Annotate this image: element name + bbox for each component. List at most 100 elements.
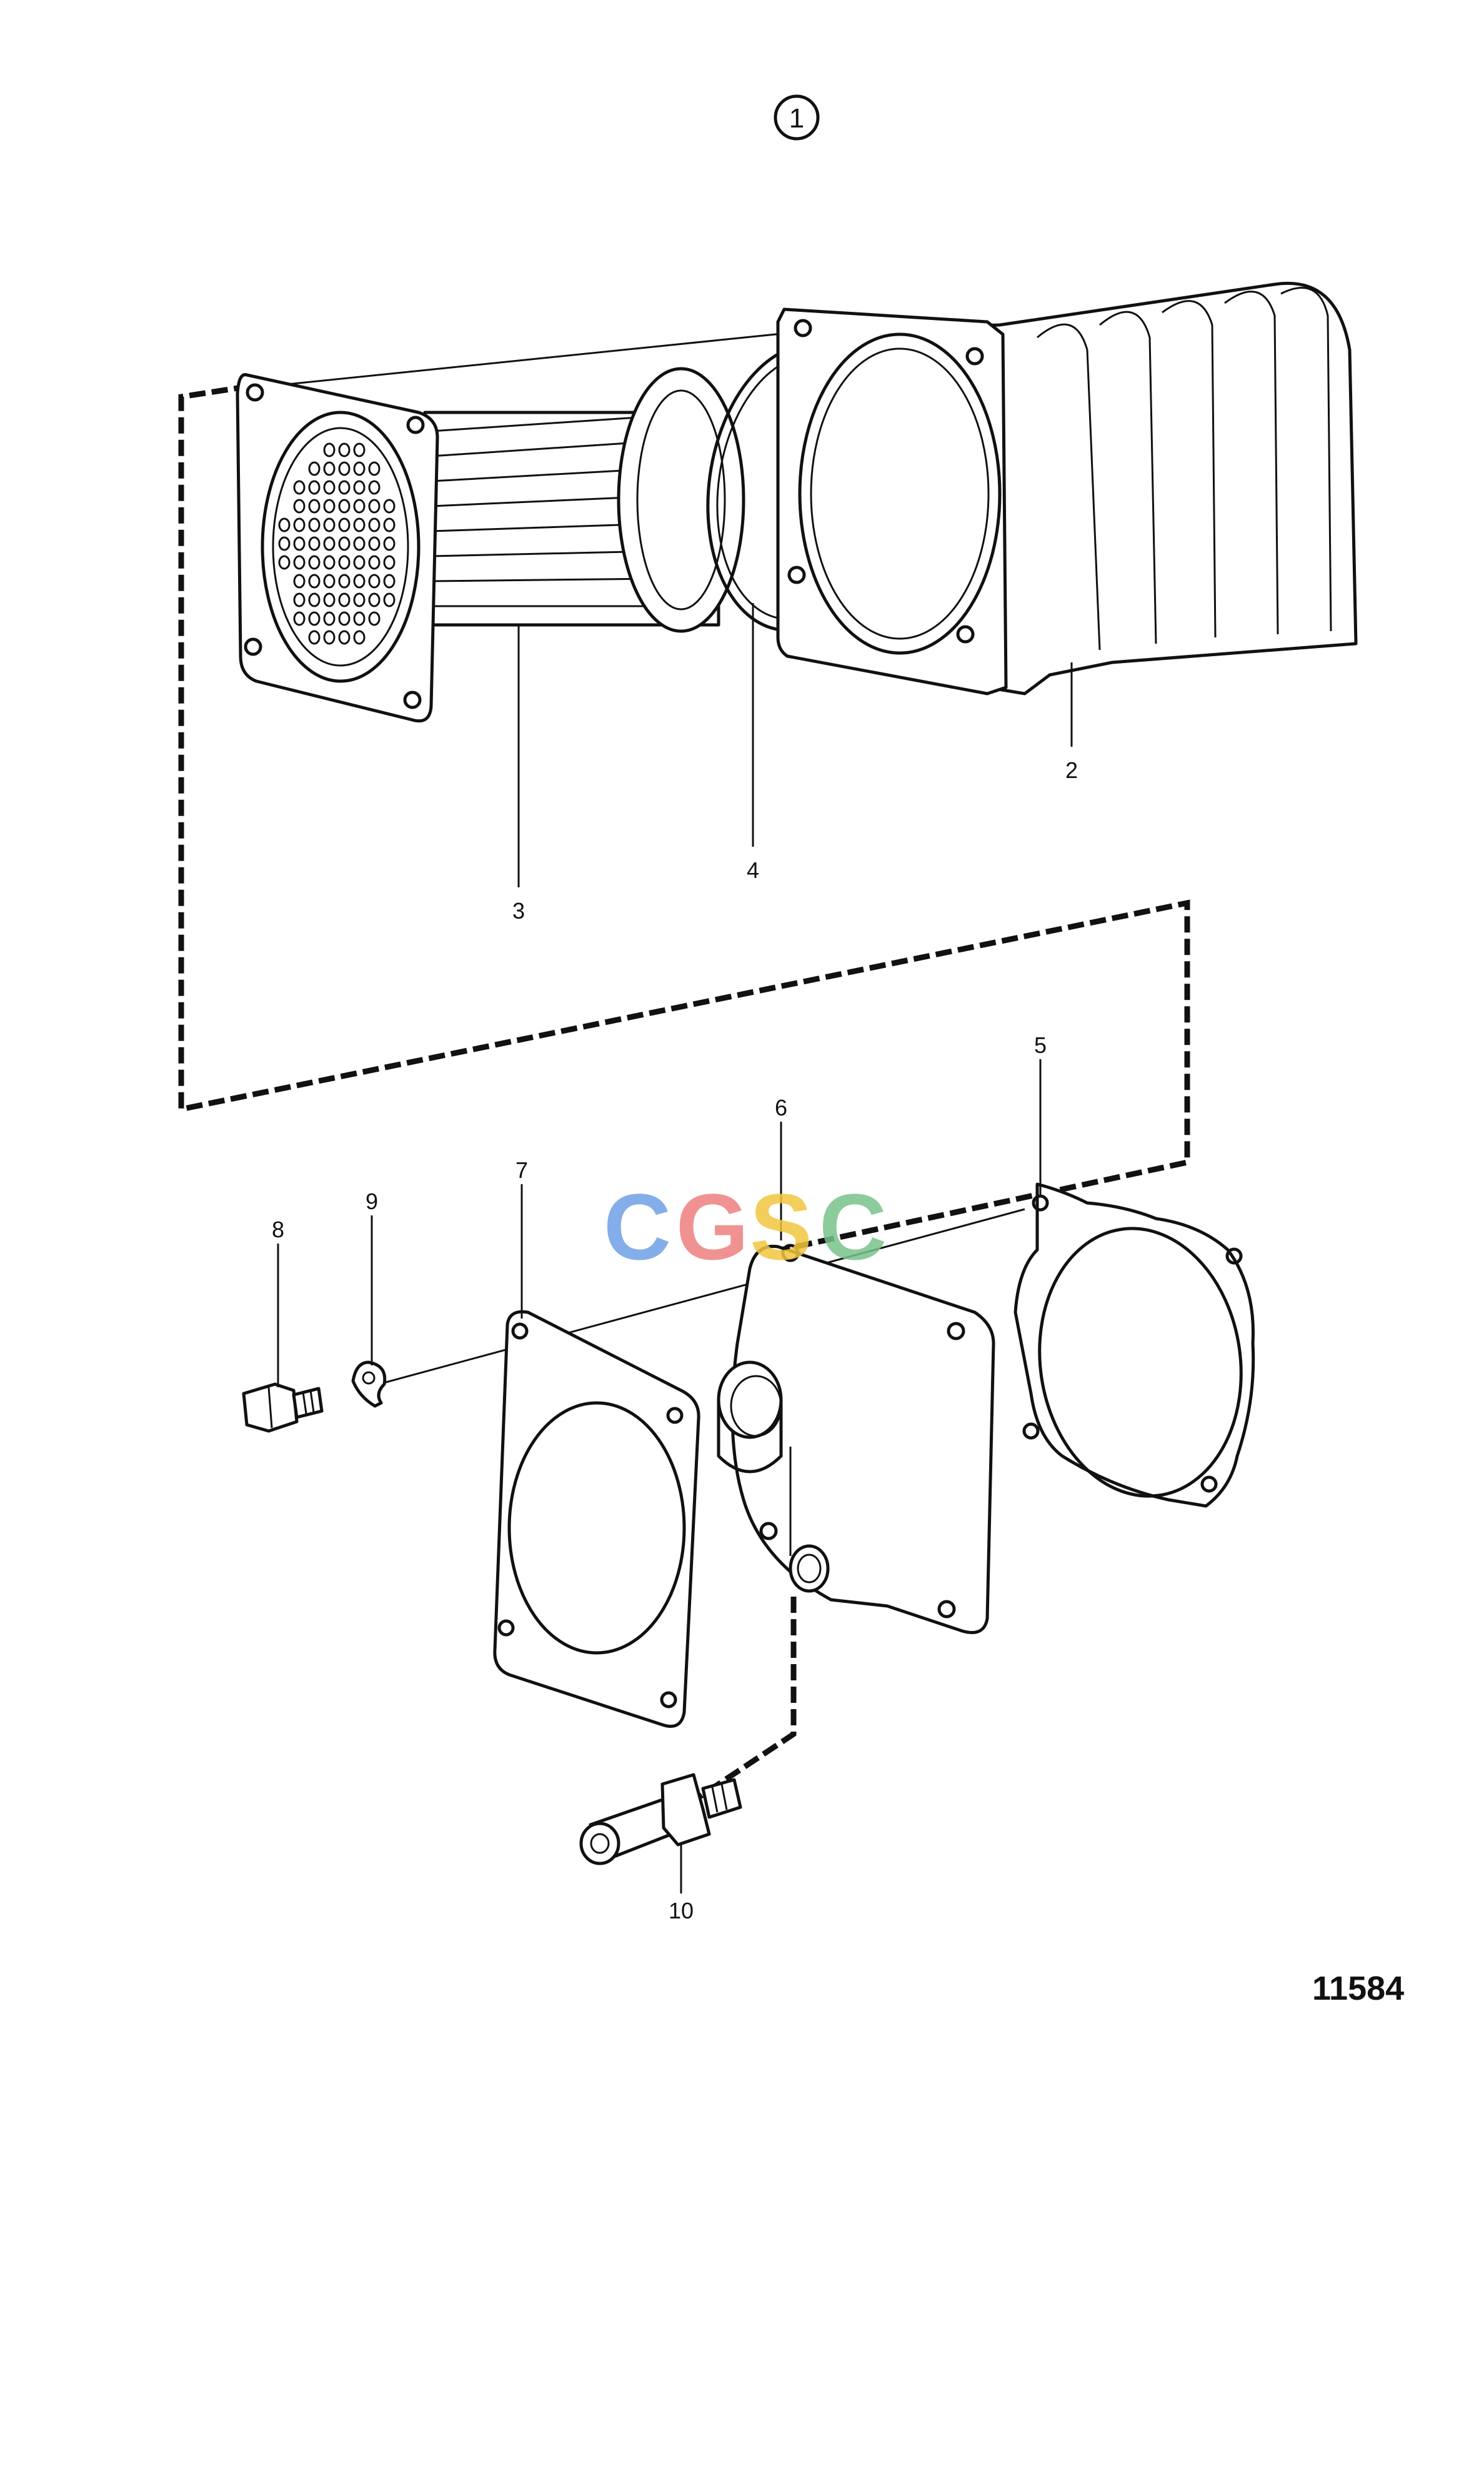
tube-hole <box>338 630 351 645</box>
assembly-dash-lines <box>178 383 1190 1799</box>
tube-hole <box>308 536 321 551</box>
tube-hole <box>368 574 381 589</box>
tube-hole <box>338 517 351 532</box>
tube-hole <box>353 499 366 514</box>
tube-hole <box>353 461 366 476</box>
tube-hole <box>308 499 321 514</box>
cover-outlet-pipe <box>717 1360 783 1439</box>
tube-hole <box>293 574 306 589</box>
callout-6: 6 <box>775 1095 787 1120</box>
tube-hole <box>353 536 366 551</box>
tube-hole <box>353 574 366 589</box>
callout-4: 4 <box>747 857 759 883</box>
tube-hole <box>308 592 321 607</box>
gasket-part <box>1013 1182 1255 1508</box>
tube-hole <box>368 611 381 626</box>
tube-hole <box>278 517 291 532</box>
washer-part <box>351 1360 387 1408</box>
tube-hole <box>383 592 396 607</box>
tube-hole <box>353 555 366 570</box>
tube-hole <box>368 480 381 495</box>
square-gasket-part <box>493 1310 700 1728</box>
tube-hole <box>323 461 336 476</box>
plate-bolt-hole <box>406 416 425 434</box>
tube-hole <box>368 461 381 476</box>
tube-hole <box>308 555 321 570</box>
tube-hole <box>338 574 351 589</box>
view-number-badge: 1 <box>774 94 820 141</box>
tube-hole <box>308 461 321 476</box>
callout-3: 3 <box>512 898 525 924</box>
tube-hole <box>383 536 396 551</box>
tube-hole <box>293 611 306 626</box>
watermark-letter: S <box>750 1174 812 1279</box>
watermark-logo: C G S C <box>604 1174 887 1279</box>
watermark-letter: C <box>604 1174 671 1279</box>
watermark-letter: G <box>676 1174 749 1279</box>
tube-hole <box>368 592 381 607</box>
tube-hole <box>368 517 381 532</box>
callout-8: 8 <box>272 1217 284 1242</box>
alignment-lines <box>256 330 1025 1387</box>
tube-hole <box>338 499 351 514</box>
tube-hole <box>323 517 336 532</box>
bolt-part <box>242 1382 324 1433</box>
tube-hole <box>323 480 336 495</box>
housing-bore <box>798 332 1002 655</box>
tube-hole <box>353 592 366 607</box>
cover-drain-port <box>789 1544 830 1593</box>
drawing-number: 11584 <box>1312 1970 1404 2007</box>
tube-hole <box>323 592 336 607</box>
tube-hole <box>353 630 366 645</box>
tube-bundle-tubes <box>423 367 745 633</box>
callout-7: 7 <box>515 1157 528 1183</box>
callout-labels: 2 3 4 5 6 7 8 9 10 <box>272 757 1078 1923</box>
tube-hole <box>338 480 351 495</box>
tube-hole <box>368 536 381 551</box>
tube-hole <box>278 536 291 551</box>
tube-hole <box>293 555 306 570</box>
tube-bundle-part <box>236 367 745 723</box>
tube-hole <box>353 480 366 495</box>
tube-hole <box>368 555 381 570</box>
tube-hole <box>353 442 366 457</box>
tube-hole <box>323 630 336 645</box>
dash-line-main <box>178 383 1190 1253</box>
tube-hole <box>323 555 336 570</box>
tube-hole <box>308 611 321 626</box>
dash-line-fitting <box>698 1597 797 1799</box>
tube-hole <box>293 592 306 607</box>
plate-bolt-hole <box>244 637 262 656</box>
callout-9: 9 <box>366 1189 378 1214</box>
tube-hole <box>383 517 396 532</box>
tube-hole <box>278 555 291 570</box>
tube-hole <box>383 555 396 570</box>
tube-hole <box>338 461 351 476</box>
callout-10: 10 <box>669 1898 694 1923</box>
tube-hole <box>338 442 351 457</box>
tube-hole <box>308 480 321 495</box>
tube-hole <box>338 536 351 551</box>
tube-hole <box>323 611 336 626</box>
hose-fitting-part <box>579 1773 742 1865</box>
tube-hole <box>293 517 306 532</box>
tube-hole <box>353 611 366 626</box>
tube-hole <box>368 499 381 514</box>
tube-hole <box>323 574 336 589</box>
tube-hole <box>323 499 336 514</box>
end-cover-part <box>717 1244 995 1634</box>
watermark-letter: C <box>819 1174 887 1279</box>
housing-part <box>776 281 1358 696</box>
view-number: 1 <box>789 103 804 134</box>
tube-hole <box>293 536 306 551</box>
tube-hole <box>338 592 351 607</box>
tube-hole <box>383 574 396 589</box>
tube-hole <box>308 574 321 589</box>
callout-5: 5 <box>1034 1032 1047 1058</box>
tube-hole <box>323 536 336 551</box>
tube-hole <box>293 480 306 495</box>
tube-hole <box>383 499 396 514</box>
tube-hole <box>338 555 351 570</box>
tube-sheet-ring <box>261 411 421 683</box>
